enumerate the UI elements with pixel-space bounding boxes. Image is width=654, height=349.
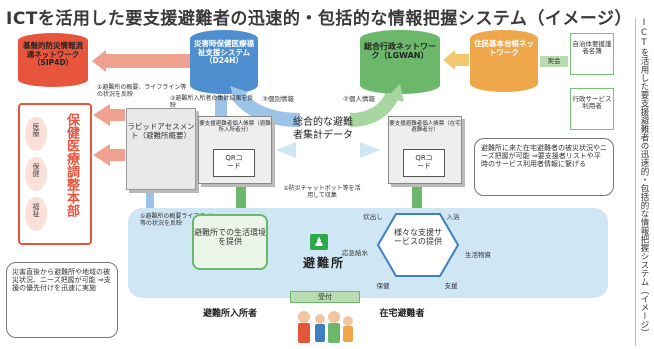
- callout-disaster-immediate: 災害直後から避難所や地域の被災状況、ニーズ把握が可能 ⇒支援の優先付けを迅速に実…: [6, 262, 118, 338]
- hq-tag-medical: 医療: [25, 117, 47, 151]
- reception-box: 受付: [290, 291, 360, 303]
- rapid-assessment-doc: ラピッドアセスメント（避難所概要）: [126, 108, 196, 190]
- label-individual-info-left: ③個別情報: [262, 95, 294, 103]
- people-illustration: [292, 307, 356, 345]
- sip4d-node: 基盤的防災情報流通ネットワーク（SIP4D）: [18, 33, 88, 87]
- shelter-icon: ♟: [310, 234, 328, 250]
- hq-tag-health: 保健: [25, 157, 47, 191]
- label-shelter-residents: 避難所入所者: [202, 309, 257, 319]
- hoken-hq: 保健医療調整本部 医療 保健 福祉: [18, 103, 92, 245]
- arrow-d24h-to-sip4d-body: [105, 54, 190, 68]
- arrow-d24h-to-sip4d: [92, 50, 106, 72]
- label-aggregate-reflect: ②避難所入所者の集計結果を反映: [170, 95, 254, 109]
- service-bath: 入浴: [446, 213, 460, 221]
- via-label: 実会: [547, 57, 561, 65]
- label-lifeline-bottom: ①避難所の概要ライフライン等の状況を反映: [140, 213, 218, 227]
- service-soup: 炊出し: [363, 213, 383, 221]
- home-qr: QRコード: [403, 149, 445, 177]
- service-support: 支援: [444, 282, 458, 290]
- center-aggregate-data: 総合的な避難者集計データ: [293, 117, 353, 141]
- service-health: 保健: [376, 282, 390, 290]
- label-chatbot-collect: ①防災チャットボット等を活用して収集: [283, 185, 361, 199]
- diagram-title: ICTを活用した要支援避難者の迅速的・包括的な情報把握システム（イメージ）: [6, 9, 633, 29]
- arrow-jichitai-to-juki: [540, 56, 568, 67]
- hq-title: 保健医療調整本部: [64, 113, 79, 217]
- services-hexagon-text: 様々な支援サービスの提供: [394, 228, 442, 247]
- label-home-evacuees: 在宅避難者: [379, 309, 425, 319]
- callout-home-evacuees: 避難所に来た在宅避難者の被災状況やニーズ把握が可能 ⇒要支援者リストや平時のサー…: [474, 138, 614, 196]
- arrow-juki-to-lgwan-body: [455, 54, 469, 66]
- shelter-card: 要支援避難者個人帳票（避難所入所者分） QRコード: [198, 116, 272, 184]
- home-card: 要支援避難者個人帳票（在宅避難者分） QRコード: [388, 116, 462, 184]
- d24h-node: 災害時保健医療福祉支援システム（D24H）: [190, 30, 258, 94]
- arrow-juki-to-lgwan: [443, 50, 455, 70]
- gyosei-doc: 行政サービス利用者: [570, 88, 614, 130]
- shelter-qr: QRコード: [213, 149, 255, 177]
- shelter-name: 避難所: [302, 256, 345, 270]
- lgwan-node: 総合行政ネットワーク（LGWAN）: [360, 30, 440, 94]
- service-supplies: 生活物資: [465, 251, 491, 259]
- juki-node: 住民基本台帳ネットワーク: [470, 30, 538, 92]
- label-individual-info-right: ②個人情報: [343, 95, 375, 103]
- hq-tag-welfare: 福祉: [25, 197, 47, 231]
- jichitai-doc: 自治体要援護者名簿: [570, 33, 614, 75]
- shelter-env-box: 避難所での生活環境を提供: [192, 214, 268, 270]
- label-lifeline-reflect: ①避難所の概要、ライフライン等の状況を反映: [97, 84, 187, 98]
- services-hexagon: [376, 213, 460, 277]
- service-water: 応急給水: [342, 249, 368, 257]
- side-caption: ICTを活用した要支援避難者の迅速的・包括的な情報把握システム（イメージ）: [635, 18, 650, 346]
